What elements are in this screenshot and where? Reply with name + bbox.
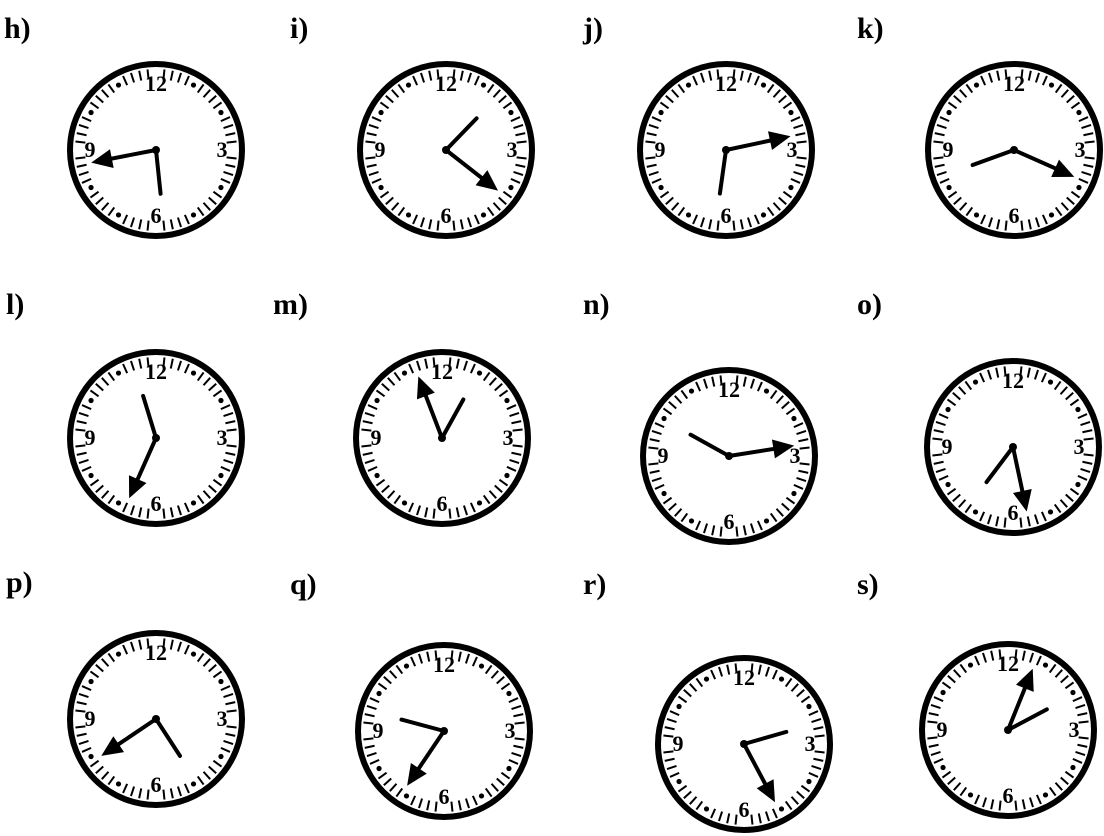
numeral-12: 12 <box>145 71 167 96</box>
numeral-12: 12 <box>997 651 1019 676</box>
numeral-3: 3 <box>217 137 228 162</box>
numeral-6: 6 <box>439 784 450 809</box>
numeral-6: 6 <box>739 797 750 822</box>
item-label-j: j) <box>583 14 603 44</box>
item-label-p: p) <box>6 568 33 598</box>
numeral-3: 3 <box>1074 434 1085 459</box>
numeral-3: 3 <box>217 425 228 450</box>
clock-l: 12 3 6 9 <box>64 346 248 530</box>
item-label-r: r) <box>583 570 606 600</box>
item-label-n: n) <box>583 290 610 320</box>
numeral-3: 3 <box>507 137 518 162</box>
numeral-9: 9 <box>85 137 96 162</box>
center-pin <box>438 434 446 442</box>
item-label-q: q) <box>290 570 317 600</box>
center-pin <box>1004 726 1012 734</box>
numeral-12: 12 <box>733 665 755 690</box>
numeral-9: 9 <box>373 718 384 743</box>
center-pin <box>152 715 160 723</box>
center-pin <box>740 740 748 748</box>
numeral-12: 12 <box>433 652 455 677</box>
center-pin <box>722 146 730 154</box>
center-pin <box>725 452 733 460</box>
clock-o: 12 3 6 9 <box>921 355 1104 539</box>
center-pin <box>442 146 450 154</box>
numeral-3: 3 <box>805 731 816 756</box>
clock-p: 12 3 6 9 <box>64 627 248 811</box>
clock-i: 12 3 6 9 <box>354 58 538 242</box>
item-label-l: l) <box>6 290 24 320</box>
numeral-6: 6 <box>441 203 452 228</box>
item-label-h: h) <box>4 14 31 44</box>
numeral-6: 6 <box>724 509 735 534</box>
numeral-9: 9 <box>375 137 386 162</box>
numeral-6: 6 <box>721 203 732 228</box>
numeral-9: 9 <box>655 137 666 162</box>
center-pin <box>152 434 160 442</box>
item-label-s: s) <box>857 570 879 600</box>
center-pin <box>152 146 160 154</box>
center-pin <box>1010 146 1018 154</box>
clock-s: 12 3 6 9 <box>916 638 1100 822</box>
center-pin <box>440 727 448 735</box>
numeral-12: 12 <box>1002 368 1024 393</box>
item-label-o: o) <box>857 290 882 320</box>
numeral-9: 9 <box>85 425 96 450</box>
numeral-6: 6 <box>151 772 162 797</box>
clock-k: 12 3 6 9 <box>922 58 1104 242</box>
numeral-12: 12 <box>145 640 167 665</box>
clock-n: 12369 <box>637 364 821 548</box>
numeral-12: 12 <box>1003 71 1025 96</box>
numeral-9: 9 <box>937 717 948 742</box>
center-pin <box>1009 443 1017 451</box>
numeral-3: 3 <box>787 137 798 162</box>
item-label-m: m) <box>273 290 308 320</box>
numeral-12: 12 <box>145 359 167 384</box>
clock-h: 12 3 6 9 <box>64 58 248 242</box>
numeral-6: 6 <box>1003 783 1014 808</box>
numeral-12: 12 <box>431 359 453 384</box>
numeral-9: 9 <box>942 434 953 459</box>
numeral-6: 6 <box>151 203 162 228</box>
numeral-3: 3 <box>503 425 514 450</box>
clock-q: 12 3 6 9 <box>352 639 536 823</box>
numeral-9: 9 <box>371 425 382 450</box>
numeral-3: 3 <box>217 706 228 731</box>
numeral-6: 6 <box>437 491 448 516</box>
numeral-9: 9 <box>85 706 96 731</box>
numeral-9: 9 <box>658 443 669 468</box>
numeral-3: 3 <box>1069 717 1080 742</box>
numeral-3: 3 <box>505 718 516 743</box>
numeral-6: 6 <box>151 491 162 516</box>
numeral-3: 3 <box>1075 137 1086 162</box>
numeral-9: 9 <box>943 137 954 162</box>
clock-r: 12 3 6 9 <box>652 652 836 836</box>
numeral-9: 9 <box>673 731 684 756</box>
item-label-k: k) <box>857 14 884 44</box>
item-label-i: i) <box>290 14 308 44</box>
numeral-6: 6 <box>1008 500 1019 525</box>
clock-j: 12 3 6 9 <box>634 58 818 242</box>
clock-m: 12 3 6 9 <box>350 346 534 530</box>
numeral-12: 12 <box>715 71 737 96</box>
numeral-12: 12 <box>718 377 740 402</box>
numeral-6: 6 <box>1009 203 1020 228</box>
numeral-12: 12 <box>435 71 457 96</box>
